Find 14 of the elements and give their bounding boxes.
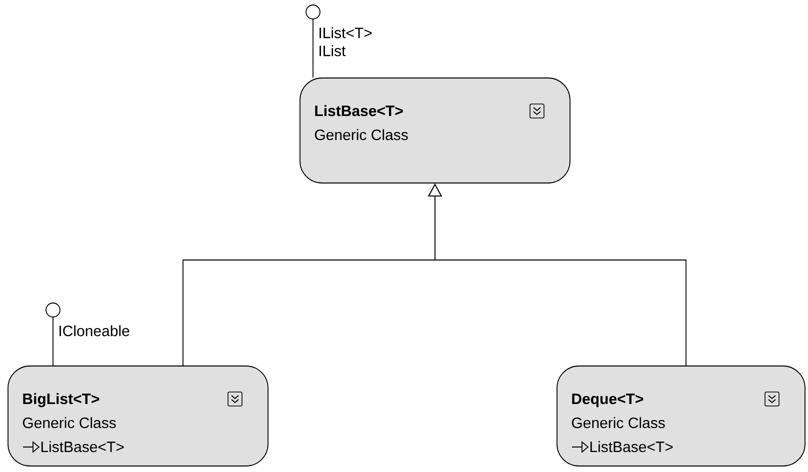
class-name: Deque<T> (572, 394, 644, 408)
class-name: ListBase<T> (315, 105, 403, 116)
interface-label: IList<T> IList (320, 27, 372, 56)
connector (312, 19, 314, 78)
class-kind: Generic Class (314, 129, 408, 140)
interface-lollipop (46, 302, 60, 318)
class-name: BigList<T> (23, 393, 100, 408)
class-kind: Generic Class (572, 417, 665, 428)
interface-lollipop (306, 4, 320, 20)
interface-label: ICloneable (60, 325, 130, 336)
base-class: ListBase<T> (41, 441, 124, 452)
base-class: ListBase<T> (590, 441, 673, 452)
class-kind: Generic Class (22, 417, 116, 428)
connector (52, 317, 54, 366)
